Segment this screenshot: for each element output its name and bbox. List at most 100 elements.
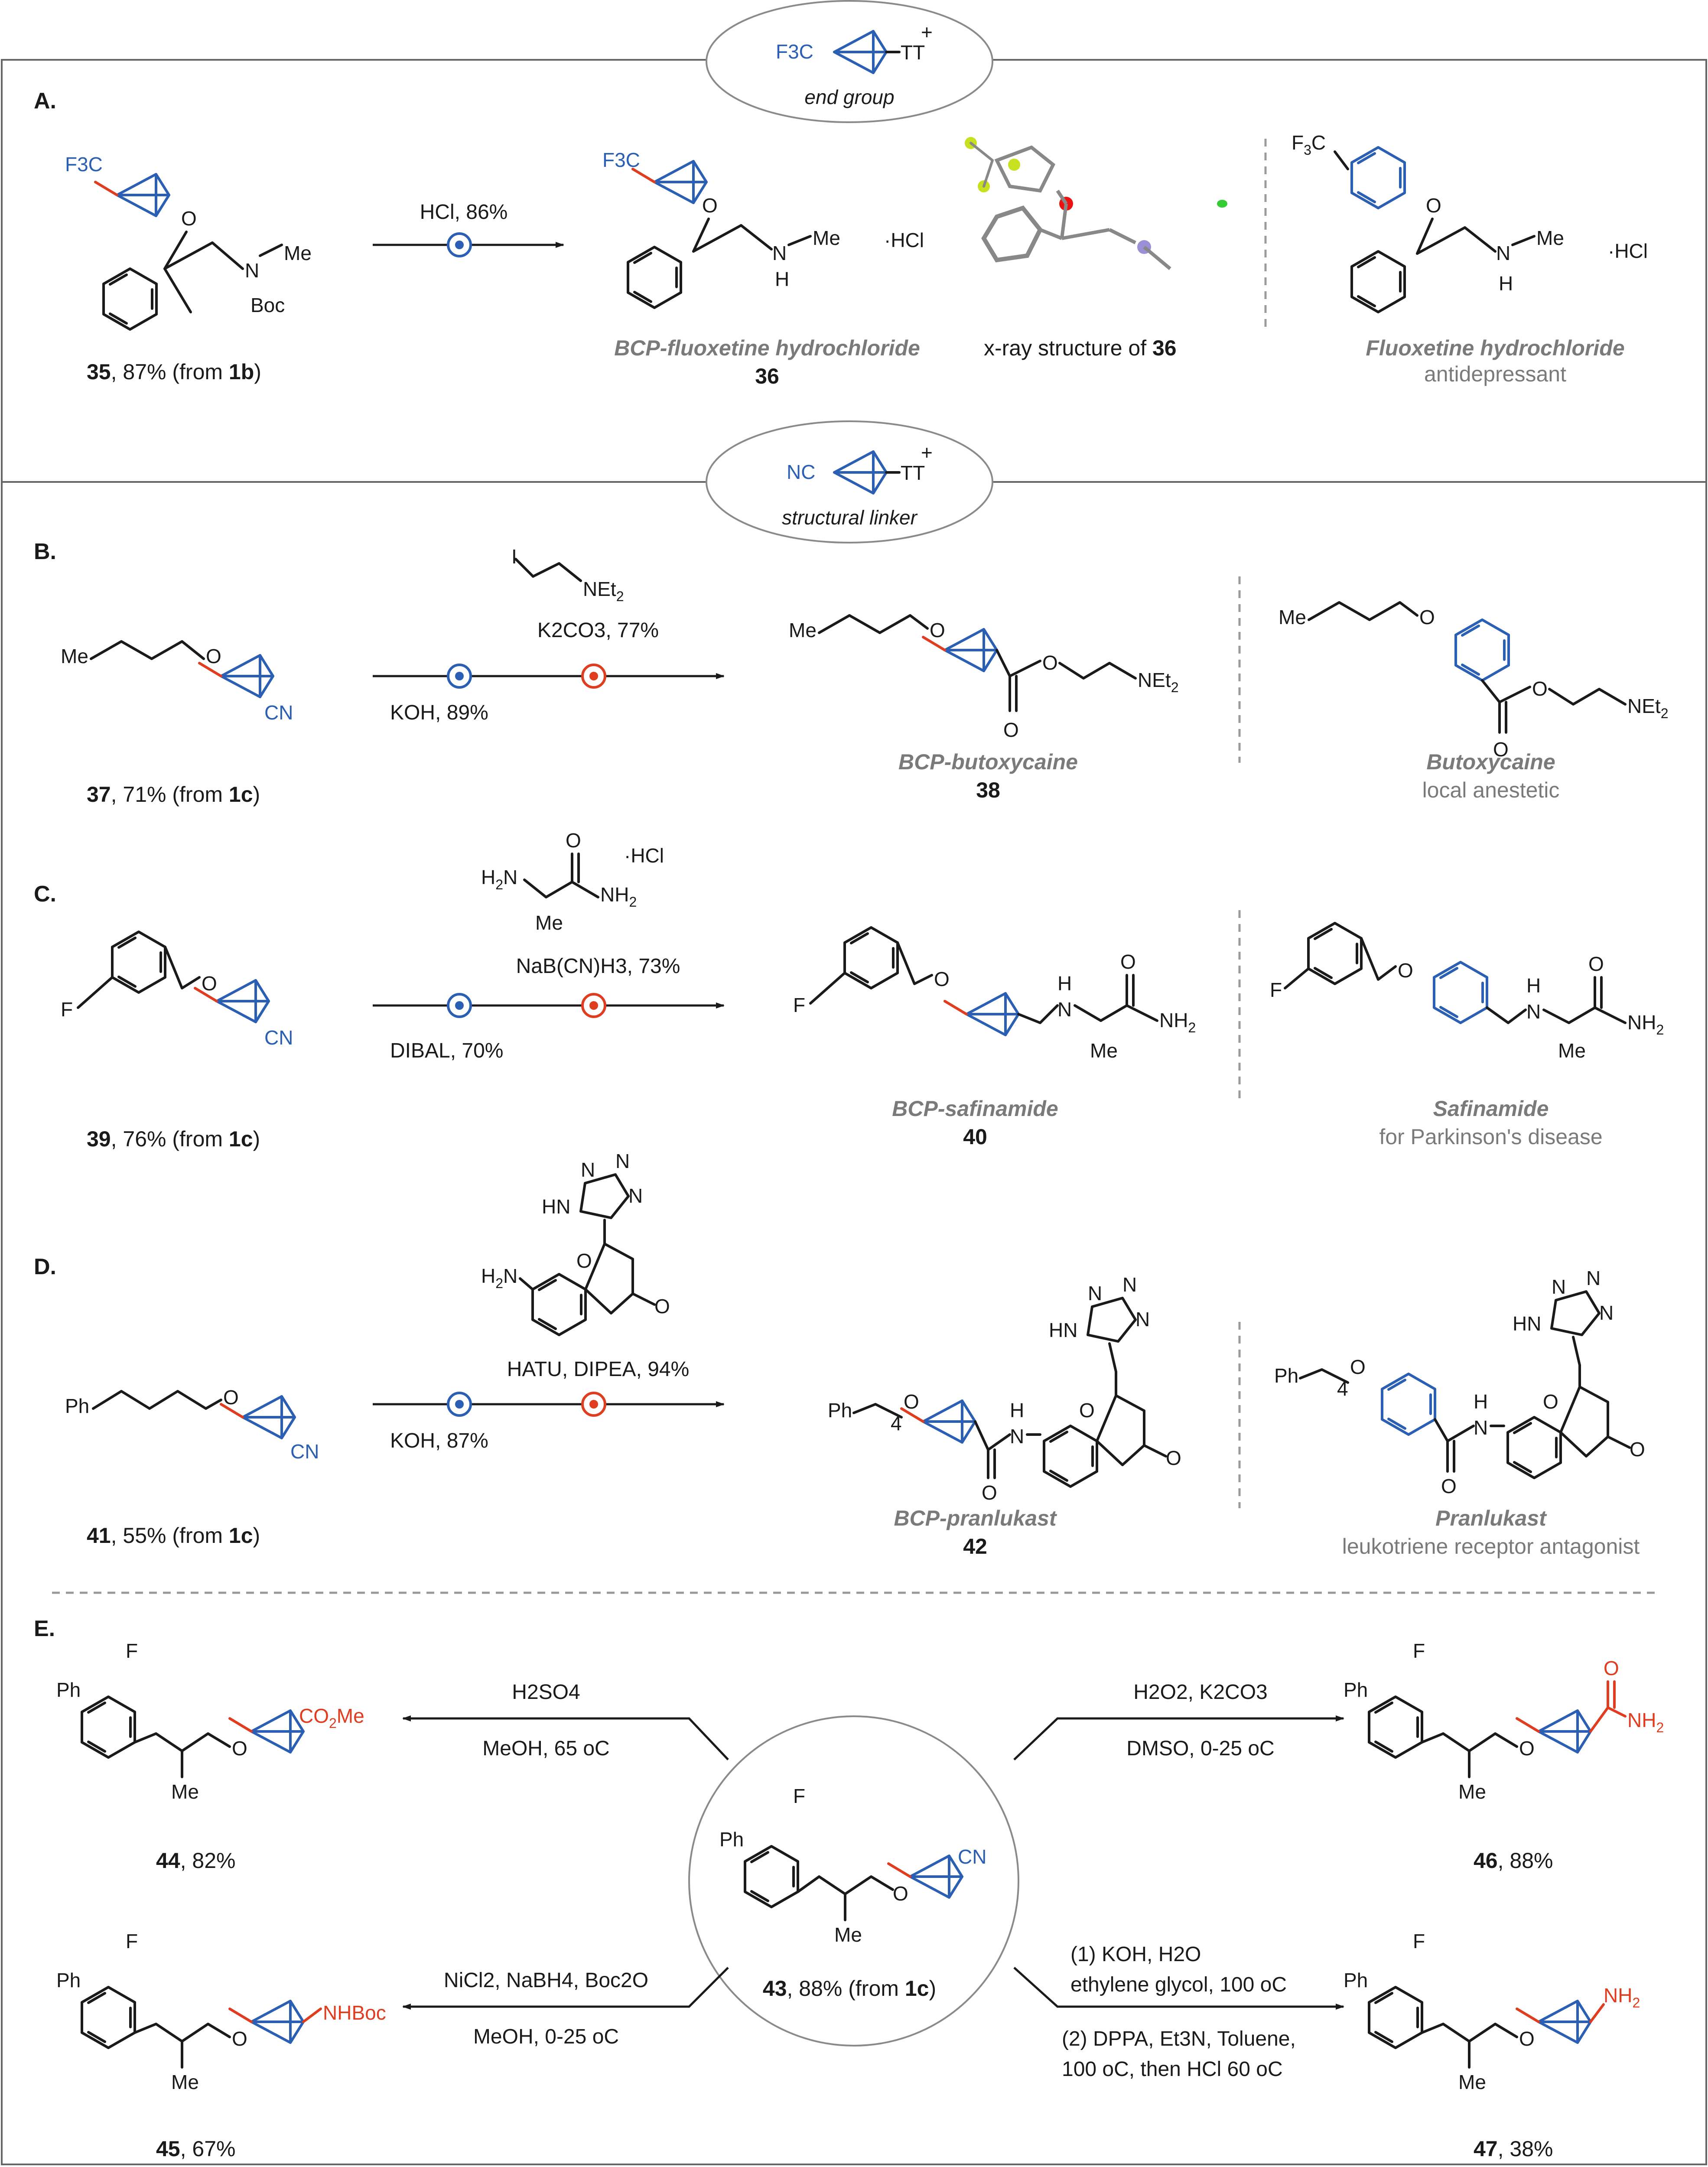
svg-text:NiCl2, NaBH4, Boc2O: NiCl2, NaBH4, Boc2O	[444, 1969, 648, 1992]
svg-text:O: O	[904, 1390, 919, 1413]
svg-text:O: O	[1630, 1438, 1645, 1461]
charge-label: +	[921, 21, 933, 43]
svg-text:NH2: NH2	[600, 883, 637, 910]
svg-text:O: O	[1003, 719, 1019, 741]
svg-text:H: H	[1057, 972, 1072, 995]
product-40-number: 40	[963, 1125, 987, 1149]
svg-text:O: O	[1543, 1390, 1558, 1413]
compound-43: Ph F Me O CN 43, 88% (from 1c)	[688, 1715, 1019, 2047]
svg-text:NEt2: NEt2	[1627, 695, 1668, 721]
svg-text:N: N	[1599, 1302, 1614, 1324]
svg-text:Me: Me	[171, 2071, 199, 2093]
svg-text:Boc: Boc	[251, 294, 285, 316]
svg-text:Me: Me	[1458, 1780, 1486, 1803]
product-42-number: 42	[963, 1534, 987, 1559]
svg-text:O: O	[1519, 2027, 1535, 2050]
conditions-a: HCl, 86%	[420, 201, 508, 224]
svg-text:·HCl: ·HCl	[624, 844, 664, 867]
butoxycaine-name: Butoxycaine	[1426, 750, 1555, 774]
svg-text:O: O	[893, 1882, 908, 1905]
safinamide: F O N H O NH2 Me Safinamide for Parkinso…	[1270, 923, 1664, 1149]
svg-text:HN: HN	[542, 1195, 570, 1218]
compound-39: F O CN 39, 76% (from 1c)	[61, 932, 293, 1151]
svg-text:N: N	[1088, 1282, 1102, 1305]
svg-text:N: N	[1526, 1000, 1541, 1023]
svg-text:I: I	[511, 545, 517, 568]
svg-text:Me: Me	[813, 227, 840, 249]
svg-text:N: N	[1057, 998, 1072, 1021]
svg-text:Ph: Ph	[1344, 1969, 1368, 1991]
compound-36: F3C O N Me H ·HCl BCP-fluoxetine hydroch…	[602, 149, 924, 388]
section-d-label: D.	[34, 1254, 56, 1279]
arrow-c: H2N O NH2 Me ·HCl NaB(CN)H3, 73% DIBAL, …	[373, 829, 725, 1062]
compound-40: F O N H O NH2 Me BCP-safinamide 40	[793, 927, 1196, 1149]
end-group-reagent: F3C TT + end group	[706, 0, 993, 123]
svg-text:F: F	[1270, 979, 1282, 1001]
svg-text:O: O	[1419, 606, 1435, 628]
svg-text:O: O	[1120, 950, 1136, 973]
arrow-d: N N N HN O O H2N HATU, DIPEA, 94% KOH, 8…	[373, 1150, 725, 1452]
svg-text:F3C: F3C	[602, 149, 640, 171]
svg-text:Ph: Ph	[1274, 1364, 1298, 1387]
product-42-name: BCP-pranlukast	[894, 1506, 1057, 1530]
svg-text:O: O	[930, 619, 945, 641]
svg-text:Ph: Ph	[719, 1828, 744, 1851]
svg-text:F: F	[1413, 1930, 1425, 1952]
svg-text:Ph: Ph	[828, 1399, 852, 1422]
svg-text:F: F	[1413, 1640, 1425, 1662]
svg-text:O: O	[232, 2027, 247, 2050]
svg-text:O: O	[1519, 1737, 1535, 1760]
conditions-c-top: NaB(CN)H3, 73%	[516, 955, 680, 978]
svg-text:NH2: NH2	[1627, 1011, 1664, 1038]
fluoxetine-name: Fluoxetine hydrochloride	[1366, 336, 1624, 360]
svg-text:N: N	[615, 1150, 630, 1172]
svg-text:O: O	[566, 829, 581, 852]
svg-text:(2) DPPA, Et3N, Toluene,: (2) DPPA, Et3N, Toluene,	[1062, 2027, 1296, 2050]
svg-text:CN: CN	[290, 1440, 319, 1463]
svg-text:O: O	[1426, 194, 1441, 217]
compound-45: Ph F Me O NHBoc 45, 67%	[56, 1930, 386, 2161]
svg-text:4: 4	[1337, 1377, 1348, 1400]
charge-label: +	[921, 441, 933, 464]
end-group-caption: end group	[804, 86, 894, 108]
svg-text:F: F	[61, 998, 73, 1021]
section-b-label: B.	[34, 539, 56, 564]
svg-text:H: H	[1474, 1390, 1488, 1413]
svg-text:H: H	[1526, 974, 1541, 997]
svg-text:O: O	[1166, 1447, 1181, 1469]
arrow-to-44: H2SO4 MeOH, 65 oC	[402, 1681, 729, 1760]
arrow-b: I NEt2 K2CO3, 77% KOH, 89%	[373, 545, 725, 724]
svg-text:H2SO4: H2SO4	[512, 1681, 580, 1704]
compound-44: Ph F Me O CO2Me 44, 82%	[56, 1640, 364, 1873]
svg-text:DMSO, 0-25 oC: DMSO, 0-25 oC	[1126, 1737, 1274, 1760]
svg-text:·HCl: ·HCl	[1608, 240, 1648, 262]
svg-text:F: F	[126, 1930, 138, 1952]
svg-text:CO2Me: CO2Me	[299, 1705, 364, 1731]
butoxycaine: Me O O O NEt2 Butoxycaine local anesteti…	[1279, 601, 1668, 802]
compound-45-caption: 45, 67%	[156, 2137, 235, 2161]
pranlukast: Ph 4 O O N H O O N N N HN Pranlukast leu…	[1274, 1267, 1645, 1559]
svg-text:O: O	[202, 972, 217, 995]
compound-42: Ph 4 O O N H O O N N N HN BCP-pranlukast…	[828, 1273, 1181, 1559]
svg-text:H: H	[1499, 272, 1513, 295]
svg-text:H: H	[775, 268, 789, 290]
svg-text:O: O	[576, 1249, 592, 1272]
svg-text:NHBoc: NHBoc	[323, 2001, 386, 2024]
svg-text:100 oC, then HCl 60 oC: 100 oC, then HCl 60 oC	[1062, 2058, 1283, 2081]
safinamide-use: for Parkinson's disease	[1379, 1125, 1602, 1149]
svg-text:F: F	[793, 1785, 805, 1807]
svg-text:H2N: H2N	[481, 866, 517, 892]
conditions-d-bottom: KOH, 87%	[390, 1429, 488, 1452]
arrow-a: HCl, 86%	[373, 201, 564, 256]
compound-37-caption: 37, 71% (from 1c)	[87, 782, 260, 807]
svg-text:O: O	[1493, 738, 1509, 761]
svg-text:N: N	[1474, 1416, 1488, 1439]
svg-text:O: O	[223, 1386, 239, 1409]
svg-text:Me: Me	[834, 1923, 862, 1946]
svg-text:O: O	[1042, 651, 1058, 674]
svg-text:H: H	[1010, 1399, 1024, 1422]
svg-text:NEt2: NEt2	[583, 578, 624, 604]
conditions-c-bottom: DIBAL, 70%	[390, 1039, 503, 1062]
product-38-number: 38	[976, 778, 1000, 802]
svg-text:N: N	[772, 242, 787, 264]
